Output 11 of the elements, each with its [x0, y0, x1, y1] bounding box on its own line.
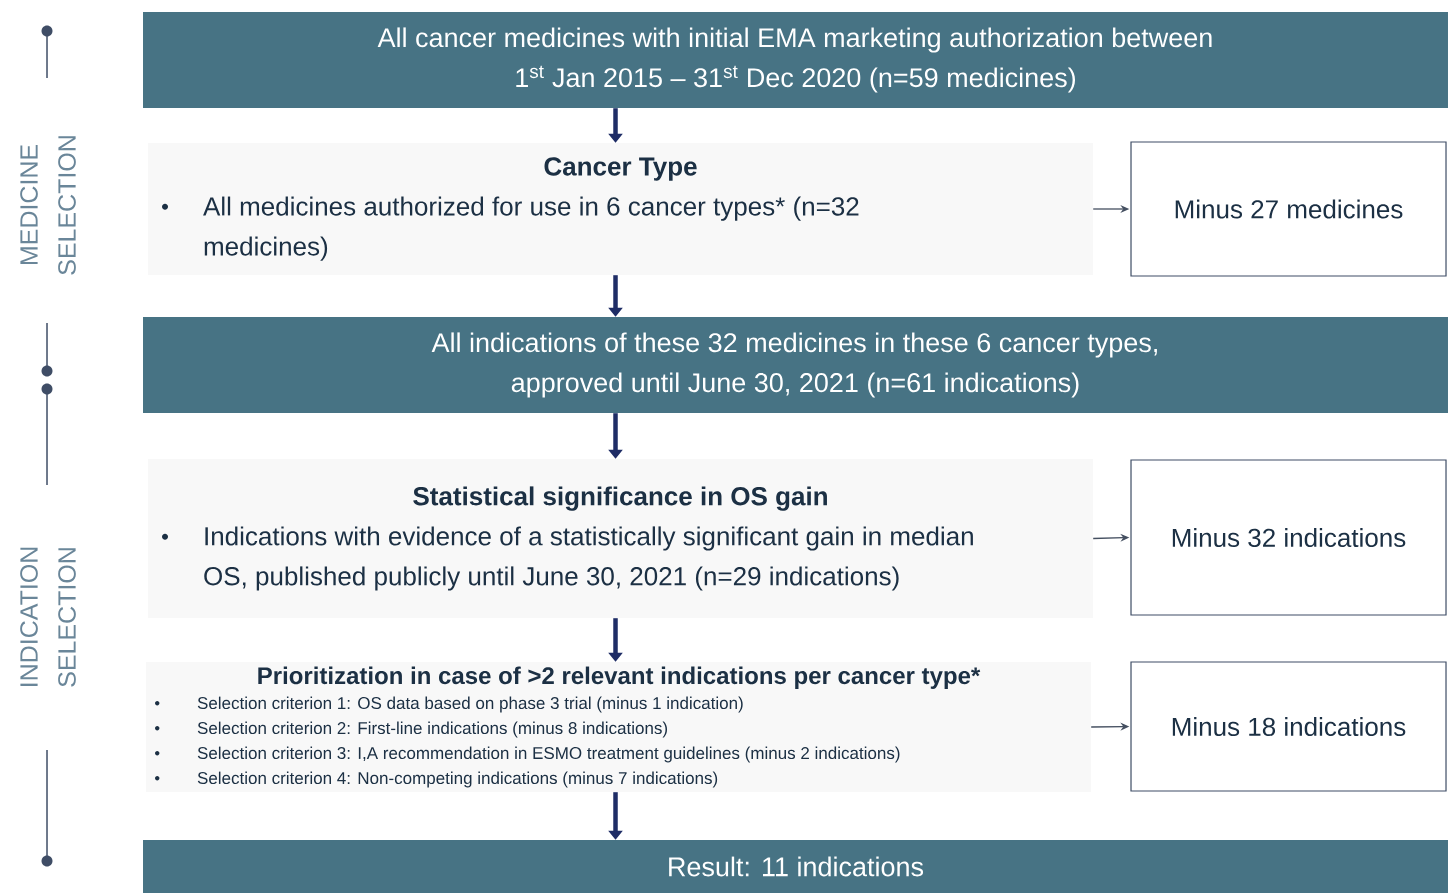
criteria-box: Prioritization in case of >2 relevant indications per cancer type* Selection criterion 1: OS data based on phase 3 trial (minus 1 indication) Selection criterion 2: First-line indications (minus 8 indications) Selection criterion 3: I,A recommendation in ESMO treatment guidelines (minus 2 indications) Selection criterion 4: Non-competing indications (minus 7 indications): [146, 662, 1091, 792]
banner-box: Result: 11 indications: [143, 840, 1448, 893]
exclusion-box: Minus 32 indications: [1130, 459, 1447, 616]
exclusion-box: Minus 18 indications: [1130, 661, 1447, 792]
banner-box: All indications of these 32 medicines in these 6 cancer types, approved until June 30, 2021 (n=61 indications): [143, 317, 1448, 413]
section-label: INDICATION SELECTION: [20, 547, 76, 687]
exclusion-box: Minus 27 medicines: [1130, 141, 1447, 277]
criteria-box: Statistical significance in OS gain Indications with evidence of a statistically significant gain in median OS, published publicly until June 30, 2021 (n=29 indications): [148, 459, 1093, 618]
section-label: MEDICINE SELECTION: [20, 136, 76, 275]
criteria-box: Cancer Type All medicines authorized for use in 6 cancer types* (n=32 medicines): [148, 143, 1093, 275]
banner-box: All cancer medicines with initial EMA marketing authorization between 1$^{st}$ Jan 2015 – 31$^{st}$ Dec 2020 (n=59 medicines): [143, 12, 1448, 108]
